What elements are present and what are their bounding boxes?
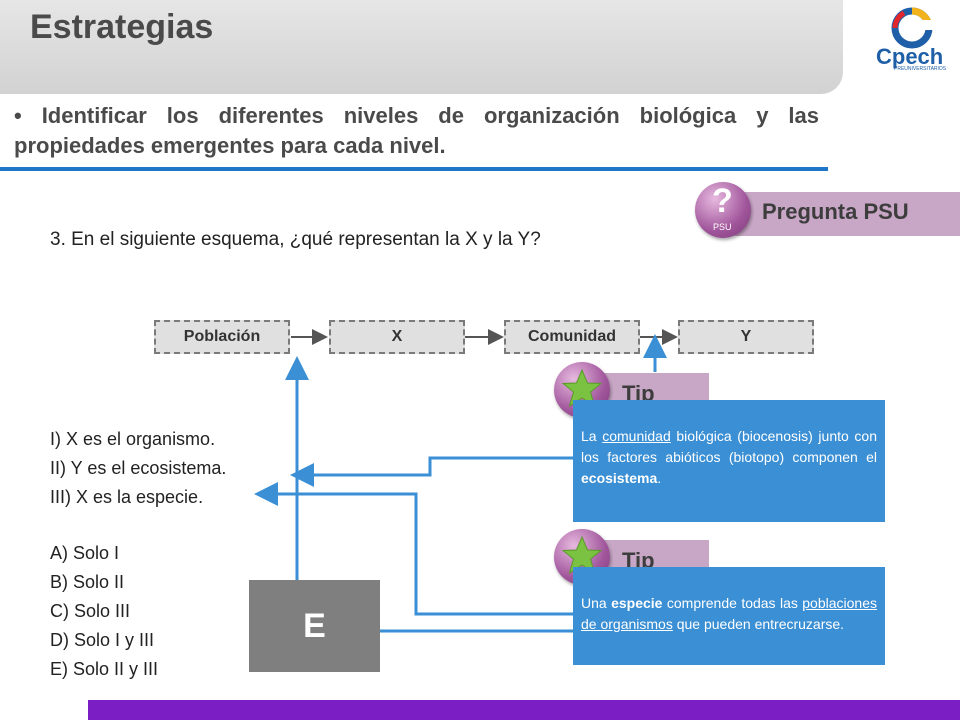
statement-2: II) Y es el ecosistema. (50, 458, 227, 478)
option-a[interactable]: A) Solo I (50, 543, 120, 563)
title-bar (0, 0, 843, 94)
star-icon (561, 368, 603, 408)
question-mark-icon (695, 182, 751, 238)
footer-bar (88, 700, 960, 720)
schema-box-x: X (329, 320, 465, 354)
psu-badge-band (735, 192, 960, 236)
schema-box-y: Y (678, 320, 814, 354)
schema-box-comunidad: Comunidad (504, 320, 640, 354)
option-b[interactable]: B) Solo II (50, 572, 125, 592)
tip-text: biológica (biocenosis) junto con los fac… (581, 428, 877, 465)
tip-box-especie: Una especie comprende todas las poblacio… (573, 567, 885, 665)
star-icon (561, 535, 603, 575)
tip-text: que pueden entrecruzarse. (672, 616, 845, 632)
statement-3: III) X es la especie. (50, 487, 204, 507)
psu-icon-text: PSU (713, 222, 732, 232)
psu-icon-symbol: ? (712, 182, 733, 220)
option-e[interactable]: E) Solo II y III (50, 659, 159, 679)
tip-text: comprende todas las (662, 595, 803, 611)
logo-subtext: PREUNIVERSITARIOS (894, 66, 947, 72)
tip-text: Una (581, 595, 612, 611)
tip-text: . (657, 470, 662, 486)
tip-text-underlined: comunidad (602, 428, 671, 444)
psu-badge-label: Pregunta PSU (762, 199, 909, 224)
answer-box: E (249, 580, 380, 672)
tip-text-underlined: poblaciones de organismos (581, 595, 877, 632)
schema-label: X (391, 328, 403, 345)
learning-objective: • Identificar los diferentes niveles de … (14, 103, 819, 158)
tip-text-bold: ecosistema (581, 470, 658, 486)
tip-text: La (581, 428, 603, 444)
cpech-logo-icon (891, 7, 934, 49)
tip-text-bold: especie (611, 595, 663, 611)
cpech-logo: Cpech PREUNIVERSITARIOS (872, 6, 952, 76)
page-title: Estrategias (30, 8, 214, 46)
divider (0, 167, 828, 171)
option-d[interactable]: D) Solo I y III (50, 630, 155, 650)
schema-label: Y (740, 328, 752, 345)
logo-text: Cpech (876, 44, 944, 69)
question-text: 3. En el siguiente esquema, ¿qué represe… (50, 229, 541, 250)
statement-1: I) X es el organismo. (50, 429, 216, 449)
schema-label: Población (183, 328, 261, 345)
option-c[interactable]: C) Solo III (50, 601, 131, 621)
schema-box-poblacion: Población (154, 320, 290, 354)
schema-label: Comunidad (528, 328, 616, 345)
tip-box-ecosistema: La comunidad biológica (biocenosis) junt… (573, 400, 885, 522)
